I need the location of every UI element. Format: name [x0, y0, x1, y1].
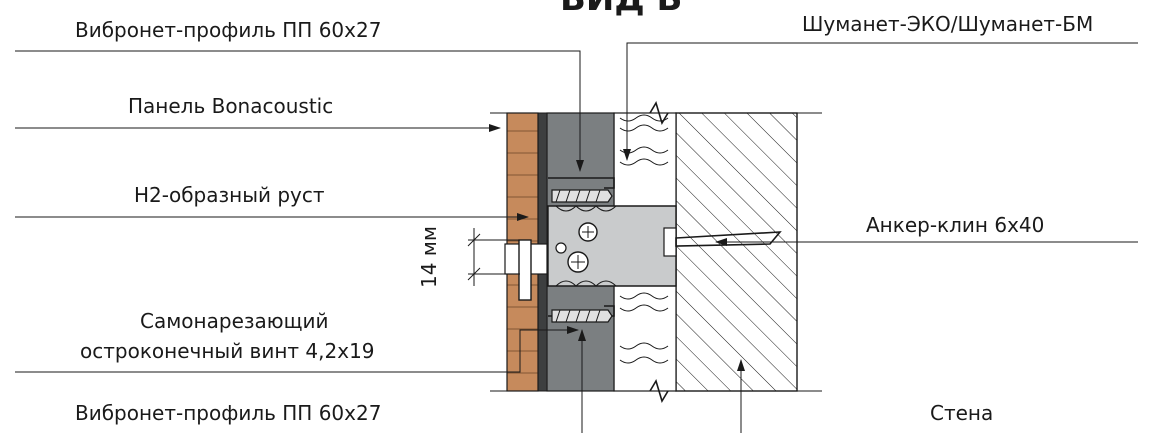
label-shumanet: Шуманет-ЭКО/Шуманет-БМ [802, 12, 1093, 36]
label-rust: Н2-образный руст [134, 183, 325, 207]
leader-vibronet-top [15, 50, 584, 172]
screw-icon [551, 189, 613, 323]
view-title: ВИД Б [560, 0, 682, 19]
h2-rust-profile [518, 239, 532, 301]
mounting-bracket [547, 205, 677, 287]
leader-shumanet [623, 42, 1138, 161]
leader-lines [15, 42, 1138, 433]
anchor-wedge [663, 227, 782, 257]
label-vibronet-top: Вибронет-профиль ПП 60х27 [75, 18, 381, 42]
dimension-14mm [467, 228, 520, 286]
label-vibronet-bottom: Вибронет-профиль ПП 60х27 [75, 401, 381, 425]
dimension-label: 14 мм [417, 226, 441, 288]
label-panel: Панель Bonacoustic [128, 94, 333, 118]
bolt-icon [555, 222, 598, 273]
label-wall: Стена [930, 401, 993, 425]
label-anchor: Анкер-клин 6х40 [866, 213, 1044, 237]
label-screw-line2: остроконечный винт 4,2х19 [80, 339, 375, 363]
label-screw-line1: Самонарезающий [140, 309, 328, 333]
vibronet-profile-top-shape [548, 177, 615, 189]
leader-screw [15, 326, 579, 373]
wall-block [675, 112, 798, 392]
